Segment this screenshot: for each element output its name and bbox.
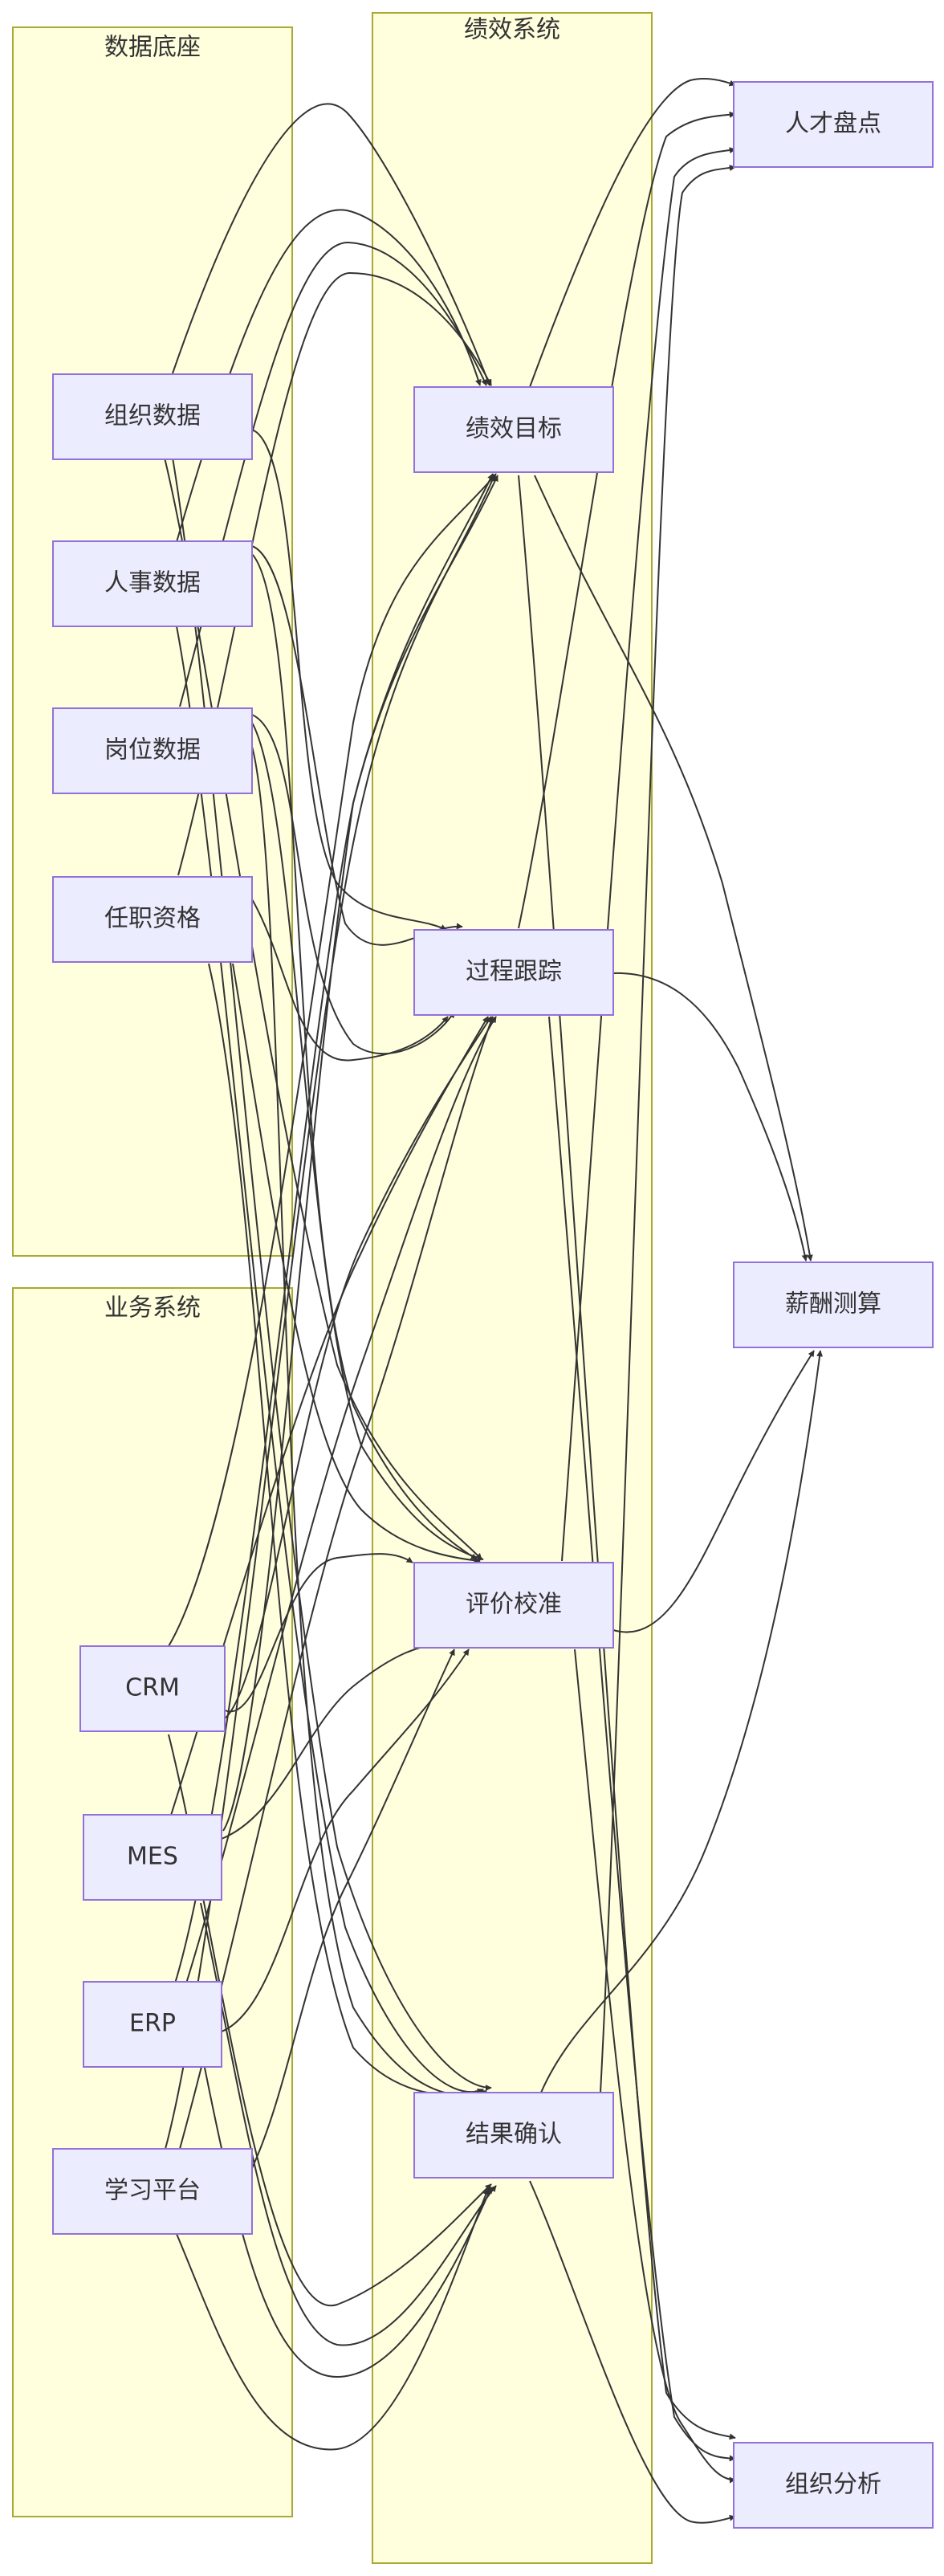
node-org-data-label: 组织数据 bbox=[104, 402, 201, 430]
edge-post-data-to-eval-calib bbox=[251, 722, 484, 1561]
node-hr-data-label: 人事数据 bbox=[104, 569, 201, 597]
edge-erp-to-perf-goal bbox=[174, 475, 498, 1984]
cluster-business: 业务系统 bbox=[12, 1287, 293, 2517]
edge-perf-goal-to-salary-calc bbox=[534, 475, 813, 1262]
edge-learning-to-result-confirm bbox=[176, 2188, 490, 2451]
node-org-analysis-label: 组织分析 bbox=[785, 2471, 881, 2499]
cluster-business-title: 业务系统 bbox=[104, 1294, 201, 1323]
edge-crm-to-eval-calib bbox=[224, 1553, 413, 1713]
edge-org-data-to-perf-goal bbox=[172, 103, 491, 386]
edge-process-track-to-talent-review bbox=[518, 111, 736, 929]
node-post-data-box[interactable] bbox=[52, 707, 253, 794]
edge-process-track-to-org-analysis bbox=[548, 1016, 736, 2462]
edge-crm-to-result-confirm bbox=[168, 1734, 492, 2307]
node-qualification-box[interactable] bbox=[52, 876, 253, 963]
node-salary-calc-box[interactable] bbox=[733, 1262, 934, 1348]
node-mes-box[interactable] bbox=[83, 1814, 222, 1901]
node-eval-calib[interactable]: 评价校准 bbox=[413, 1562, 614, 1649]
edge-erp-to-process-track bbox=[185, 1016, 497, 1984]
edge-post-data-to-perf-goal bbox=[179, 241, 487, 707]
edge-qualification-to-perf-goal bbox=[177, 271, 492, 876]
node-qualification-label: 任职资格 bbox=[104, 905, 201, 933]
node-result-confirm-box[interactable] bbox=[413, 2092, 614, 2179]
node-learning-box[interactable] bbox=[52, 2148, 253, 2235]
node-org-data-box[interactable] bbox=[52, 373, 253, 460]
edge-learning-to-process-track bbox=[179, 1016, 494, 2150]
edge-qualification-to-process-track bbox=[251, 899, 449, 1062]
node-talent-review-label: 人才盘点 bbox=[785, 110, 881, 138]
node-talent-review[interactable]: 人才盘点 bbox=[733, 81, 934, 168]
edge-mes-to-perf-goal bbox=[222, 473, 494, 1832]
cluster-performance-title: 绩效系统 bbox=[464, 16, 560, 44]
node-post-data-label: 岗位数据 bbox=[104, 736, 201, 764]
node-eval-calib-box[interactable] bbox=[413, 1562, 614, 1649]
node-result-confirm-label: 结果确认 bbox=[466, 2121, 562, 2149]
node-talent-review-box[interactable] bbox=[733, 81, 934, 168]
node-crm-box[interactable] bbox=[79, 1645, 226, 1732]
node-learning-label: 学习平台 bbox=[104, 2177, 201, 2205]
node-crm[interactable]: CRM bbox=[79, 1645, 226, 1732]
node-perf-goal[interactable]: 绩效目标 bbox=[413, 386, 614, 473]
node-eval-calib-label: 评价校准 bbox=[466, 1591, 562, 1619]
node-org-analysis-box[interactable] bbox=[733, 2442, 934, 2529]
cluster-business-box bbox=[12, 1287, 293, 2517]
node-post-data[interactable]: 岗位数据 bbox=[52, 707, 253, 794]
edges bbox=[164, 77, 824, 2524]
node-org-data[interactable]: 组织数据 bbox=[52, 373, 253, 460]
edge-learning-to-eval-calib bbox=[251, 1649, 455, 2169]
edge-org-data-to-process-track bbox=[251, 429, 447, 931]
edge-crm-to-perf-goal bbox=[168, 473, 497, 1647]
node-process-track-box[interactable] bbox=[413, 929, 614, 1016]
node-crm-label: CRM bbox=[125, 1674, 180, 1702]
edge-result-confirm-to-salary-calc bbox=[540, 1350, 824, 2093]
node-erp[interactable]: ERP bbox=[83, 1981, 222, 2068]
edge-hr-data-to-result-confirm bbox=[176, 626, 484, 2095]
node-learning[interactable]: 学习平台 bbox=[52, 2148, 253, 2235]
edge-mes-to-result-confirm bbox=[200, 1902, 497, 2346]
node-perf-goal-box[interactable] bbox=[413, 386, 614, 473]
edge-process-track-to-salary-calc bbox=[612, 972, 808, 1262]
node-hr-data-box[interactable] bbox=[52, 540, 253, 627]
edge-eval-calib-to-talent-review bbox=[561, 147, 736, 1562]
node-salary-calc-label: 薪酬测算 bbox=[785, 1290, 881, 1319]
cluster-data-base: 数据底座 bbox=[12, 26, 293, 1257]
node-mes-label: MES bbox=[127, 1843, 178, 1871]
edge-qualification-to-eval-calib bbox=[232, 963, 481, 1564]
node-result-confirm[interactable]: 结果确认 bbox=[413, 2092, 614, 2179]
edge-post-data-to-result-confirm bbox=[251, 746, 487, 2097]
node-salary-calc[interactable]: 薪酬测算 bbox=[733, 1262, 934, 1348]
node-process-track-label: 过程跟踪 bbox=[466, 958, 562, 986]
node-hr-data[interactable]: 人事数据 bbox=[52, 540, 253, 627]
edge-org-data-to-eval-calib bbox=[164, 457, 482, 1560]
edge-eval-calib-to-org-analysis bbox=[574, 1649, 736, 2484]
node-qualification[interactable]: 任职资格 bbox=[52, 876, 253, 963]
edge-result-confirm-to-talent-review bbox=[600, 165, 736, 2093]
node-mes[interactable]: MES bbox=[83, 1814, 222, 1901]
node-org-analysis[interactable]: 组织分析 bbox=[733, 2442, 934, 2529]
cluster-data-base-title: 数据底座 bbox=[104, 34, 201, 62]
edge-result-confirm-to-org-analysis bbox=[529, 2180, 736, 2524]
cluster-data-base-box bbox=[12, 26, 293, 1257]
edge-perf-goal-to-org-analysis bbox=[518, 475, 736, 2440]
edge-mes-to-eval-calib bbox=[221, 1640, 444, 1840]
node-perf-goal-label: 绩效目标 bbox=[466, 415, 562, 443]
node-process-track[interactable]: 过程跟踪 bbox=[413, 929, 614, 1016]
node-erp-label: ERP bbox=[129, 2010, 176, 2038]
edge-perf-goal-to-talent-review bbox=[529, 77, 736, 388]
node-erp-box[interactable] bbox=[83, 1981, 222, 2068]
edge-qualification-to-result-confirm bbox=[208, 963, 482, 2097]
edge-eval-calib-to-salary-calc bbox=[612, 1350, 815, 1633]
